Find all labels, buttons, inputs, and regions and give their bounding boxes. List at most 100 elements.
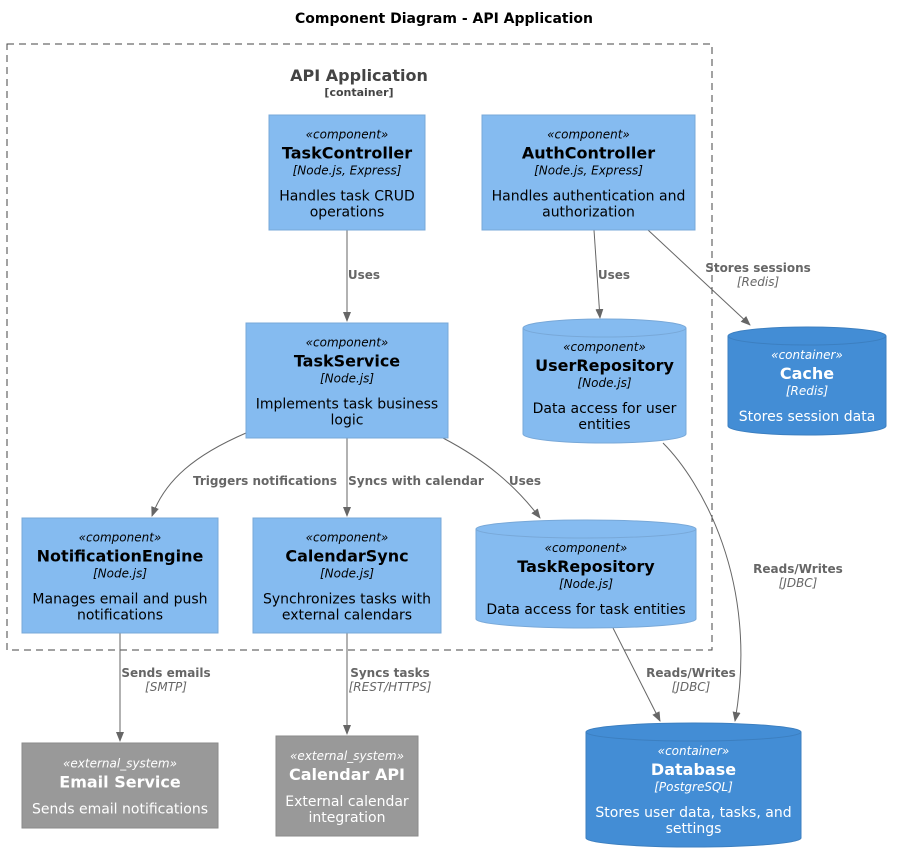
diagram-title: Component Diagram - API Application [295,11,593,27]
node-stereotype: «component» [306,128,389,142]
edge-auth-controller-to-cache [647,229,751,326]
node-technology: [PostgreSQL] [654,780,733,794]
edges [116,229,751,742]
edge-label-group: Reads/Writes[JDBC] [646,666,736,694]
edge-technology: [Redis] [737,275,780,289]
edge-technology: [SMTP] [145,680,187,694]
node-name: Email Service [59,773,181,792]
node-technology: [Node.js] [320,567,374,581]
node-name: Calendar API [289,765,405,784]
node-description: integration [309,810,386,826]
node-user-repository: «component» UserRepository[Node.js] Data a… [522,318,687,444]
edge-label: Uses [509,474,541,488]
node-task-repository: «component» TaskRepository[Node.js] Data a… [475,519,697,629]
edge-label-group: Sends emails[SMTP] [121,666,210,694]
node-description: Handles task CRUD [279,189,415,205]
node-description: External calendar [285,794,409,810]
node-description: operations [310,205,385,221]
node-description: external calendars [282,608,412,624]
node-calendar-api: «external_system» Calendar API External ca… [275,735,419,837]
edge-label: Uses [598,268,630,282]
node-technology: [Redis] [786,384,829,398]
edge-label: Triggers notifications [193,474,337,488]
node-description: Data access for user [533,401,677,417]
node-stereotype: «component» [79,531,162,545]
node-description: Manages email and push [32,592,207,608]
node-technology: [Node.js] [577,376,631,390]
node-description: entities [578,417,630,433]
node-description: Data access for task entities [486,602,685,618]
node-name: AuthController [522,144,655,163]
edge-auth-controller-to-user-repository [593,229,604,319]
boundary-title: API Application [290,66,428,85]
edge-technology: [JDBC] [672,680,711,694]
node-auth-controller: «component» AuthController[Node.js, Expre… [481,114,696,231]
node-name: TaskController [282,144,412,163]
node-description: settings [666,821,722,837]
boundary-api-application: API Application [container] [6,43,713,651]
edge-label-group: Syncs with calendar [348,474,484,488]
node-technology: [Node.js] [559,577,613,591]
node-description: logic [331,413,364,429]
node-stereotype: «component» [563,340,646,354]
boundary-type: [container] [324,86,393,99]
edge-task-service-to-notification-engine [151,432,247,517]
node-database: «container» Database[PostgreSQL] Stores us… [585,722,802,848]
edge-label-group: Reads/Writes[JDBC] [753,562,843,590]
node-name: Cache [780,364,834,383]
node-description: Synchronizes tasks with [263,592,431,608]
edge-label: Syncs with calendar [348,474,484,488]
edge-technology: [JDBC] [779,576,818,590]
node-name: CalendarSync [285,547,408,566]
node-description: Implements task business [256,397,438,413]
node-stereotype: «component» [306,531,389,545]
edge-label: Uses [348,268,380,282]
edge-label-group: Uses [598,268,630,282]
node-stereotype: «container» [771,348,843,362]
node-technology: [Node.js, Express] [534,164,643,178]
node-stereotype: «component» [306,336,389,350]
node-notification-engine: «component» NotificationEngine[Node.js] Ma… [21,517,219,634]
edge-label-group: Stores sessions[Redis] [705,261,811,289]
node-description: Stores session data [739,409,876,425]
node-stereotype: «external_system» [290,749,404,763]
node-name: TaskService [294,352,400,371]
edge-label: Reads/Writes [753,562,843,576]
node-description: authorization [542,205,635,221]
edge-label-group: Syncs tasks[REST/HTTPS] [349,666,432,694]
node-stereotype: «external_system» [63,757,177,771]
node-stereotype: «component» [545,541,628,555]
edge-user-repository-to-database [662,442,742,722]
node-description: Stores user data, tasks, and [595,805,791,821]
edge-label-group: Uses [348,268,380,282]
edge-technology: [REST/HTTPS] [349,680,432,694]
node-technology: [Node.js, Express] [293,164,402,178]
node-calendar-sync: «component» CalendarSync[Node.js] Synchron… [252,517,442,634]
edge-label: Stores sessions [705,261,811,275]
node-name: Database [651,760,736,779]
edge-label-group: Uses [509,474,541,488]
node-description: Sends email notifications [32,802,208,818]
node-cache: «container» Cache[Redis] Stores session da… [727,326,887,436]
node-name: TaskRepository [517,557,655,576]
node-technology: [Node.js] [320,372,374,386]
node-name: NotificationEngine [37,547,204,566]
edge-task-service-to-task-repository [442,437,541,519]
node-technology: [Node.js] [93,567,147,581]
node-stereotype: «container» [658,744,730,758]
edge-label: Syncs tasks [350,666,430,680]
edge-label: Reads/Writes [646,666,736,680]
edge-task-repository-to-database [612,627,661,722]
edge-label-group: Triggers notifications [193,474,337,488]
node-name: UserRepository [535,356,674,375]
nodes: «component»TaskController[Node.js, Expre… [21,114,887,848]
node-task-controller: «component» TaskController[Node.js, Expre… [268,114,426,231]
node-task-service: «component» TaskService[Node.js] Implement… [245,322,449,439]
edge-label: Sends emails [121,666,210,680]
node-description: Handles authentication and [492,189,686,205]
node-description: notifications [77,608,163,624]
node-stereotype: «component» [547,128,630,142]
